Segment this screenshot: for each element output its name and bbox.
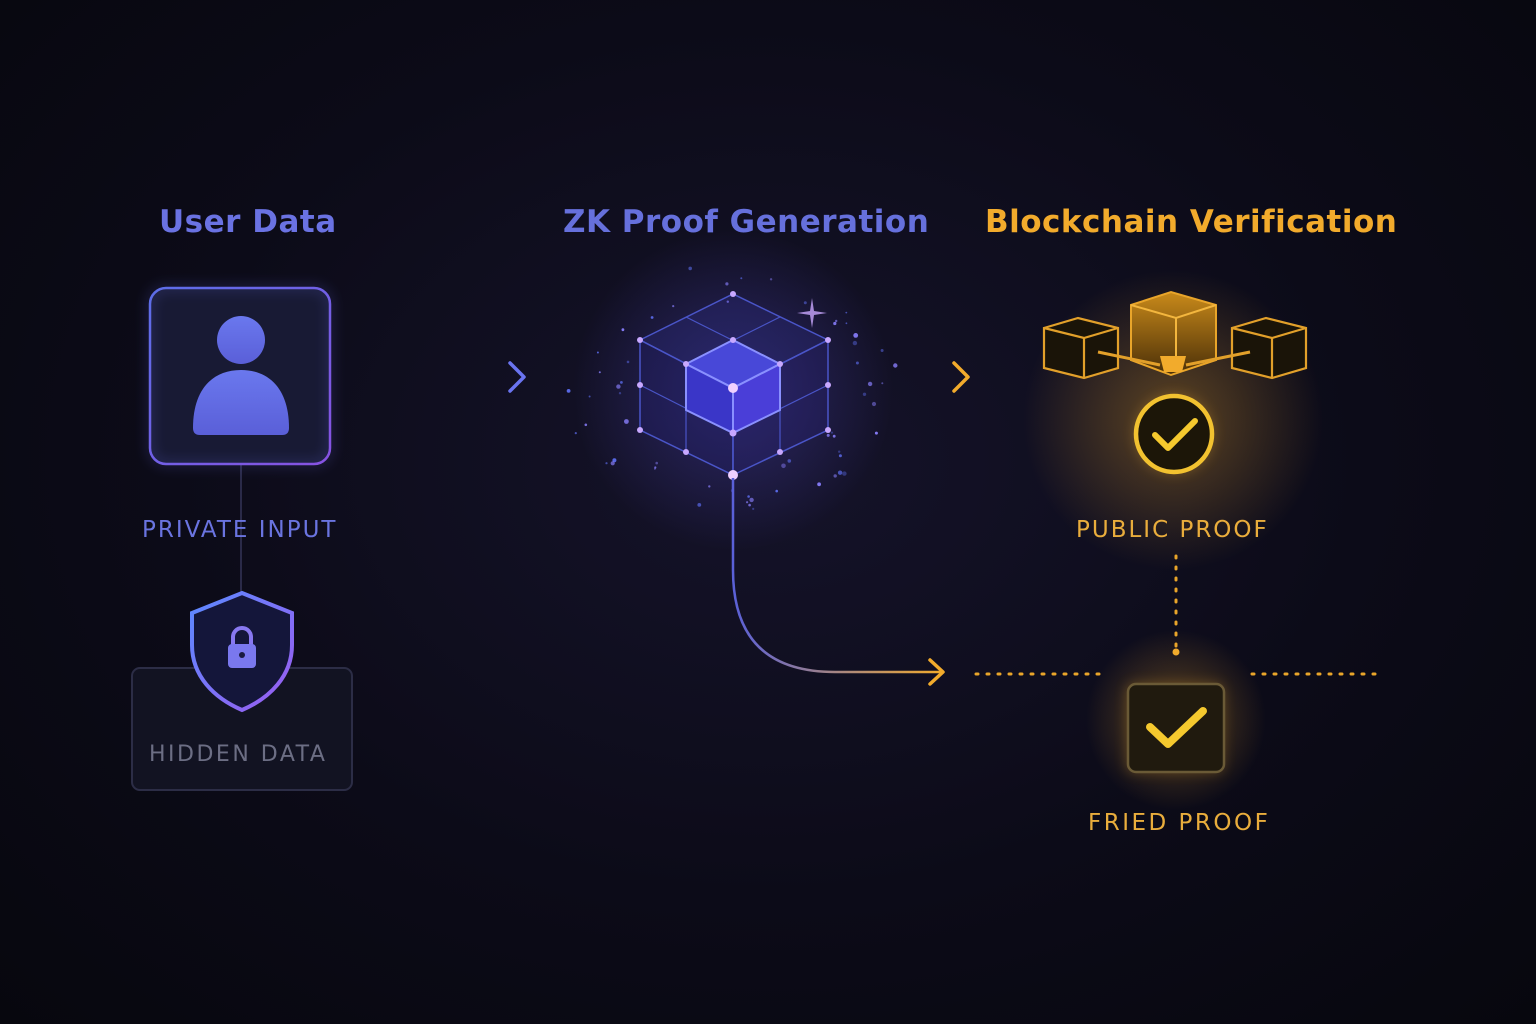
label-hidden-data: HIDDEN DATA bbox=[149, 742, 328, 767]
sparkle-dot bbox=[747, 495, 750, 498]
sparkle-dot bbox=[832, 434, 836, 438]
sparkle-dot bbox=[650, 316, 654, 319]
arrow-user-to-zk bbox=[333, 361, 526, 393]
sparkle-dot bbox=[672, 305, 675, 308]
heading-user-data: User Data bbox=[159, 204, 337, 240]
sparkle-dot bbox=[830, 431, 834, 434]
sparkle-dot bbox=[688, 266, 692, 271]
sparkle-dot bbox=[588, 395, 591, 398]
sparkle-dot bbox=[610, 461, 615, 466]
sparkle-dot bbox=[893, 363, 898, 368]
sparkle-dot bbox=[862, 392, 867, 396]
label-fried-proof: FRIED PROOF bbox=[1088, 810, 1271, 836]
sparkle-dot bbox=[803, 301, 807, 305]
dotted-connectors bbox=[974, 554, 1382, 676]
sparkle-dot bbox=[725, 282, 729, 286]
sparkle-dot bbox=[826, 433, 830, 437]
sparkle-dot bbox=[833, 321, 837, 326]
sparkle-dot bbox=[775, 489, 778, 493]
sparkle-dot bbox=[596, 351, 599, 354]
sparkle-dot bbox=[655, 461, 658, 465]
sparkle-dot bbox=[769, 278, 773, 281]
sparkle-dot bbox=[654, 466, 657, 469]
user-icon bbox=[193, 316, 289, 435]
sparkle-dot bbox=[616, 384, 621, 389]
sparkle-dot bbox=[598, 371, 601, 374]
arrow-zk-to-fried-proof bbox=[731, 478, 945, 686]
heading-zk-proof-generation: ZK Proof Generation bbox=[563, 204, 930, 240]
sparkle-dot bbox=[781, 463, 786, 469]
sparkle-dot bbox=[787, 459, 792, 463]
cube-grid-icon bbox=[566, 266, 898, 510]
sparkle-dot bbox=[852, 340, 858, 346]
sparkle-dot bbox=[837, 470, 843, 475]
sparkle-dot bbox=[838, 454, 842, 458]
sparkle-dot bbox=[620, 381, 623, 384]
check-box-icon bbox=[1126, 682, 1226, 774]
label-private-input: PRIVATE INPUT bbox=[142, 517, 338, 543]
sparkle-dot bbox=[845, 311, 848, 314]
sparkle-dot bbox=[833, 474, 837, 478]
sparkle-dot bbox=[881, 382, 884, 385]
sparkle-dot bbox=[880, 349, 884, 352]
arrow-zk-to-blockchain bbox=[830, 361, 970, 393]
sparkle-dot bbox=[740, 277, 743, 280]
sparkle-dot bbox=[624, 419, 629, 424]
sparkle-dot bbox=[752, 507, 755, 510]
sparkle-dot bbox=[867, 381, 873, 387]
sparkle-dot bbox=[817, 482, 821, 487]
sparkle-dot bbox=[626, 360, 630, 364]
sparkle-dot bbox=[874, 431, 878, 435]
sparkle-dot bbox=[605, 462, 608, 465]
user-card bbox=[147, 285, 333, 467]
sparkle-dot bbox=[708, 485, 711, 488]
sparkle-dot bbox=[621, 328, 625, 332]
sparkle-dot bbox=[855, 361, 859, 365]
sparkle-dot bbox=[748, 503, 751, 507]
label-public-proof: PUBLIC PROOF bbox=[1076, 517, 1269, 543]
particle-sparkles bbox=[566, 266, 898, 510]
sparkle-dot bbox=[838, 450, 841, 453]
sparkle-dot bbox=[697, 503, 702, 507]
sparkle-dot bbox=[618, 392, 622, 395]
sparkle-dot bbox=[853, 333, 859, 338]
shield-lock-icon bbox=[190, 590, 294, 713]
sparkle-dot bbox=[871, 401, 877, 407]
check-circle-icon bbox=[1133, 393, 1215, 475]
sparkle-dot bbox=[746, 501, 749, 504]
sparkle-dot bbox=[749, 497, 754, 503]
sparkle-dot bbox=[584, 423, 588, 427]
heading-blockchain-verification: Blockchain Verification bbox=[985, 204, 1398, 240]
sparkle-dot bbox=[842, 471, 847, 476]
sparkle-dot bbox=[574, 432, 577, 435]
blockchain-blocks-icon bbox=[1042, 290, 1308, 380]
sparkle-dot bbox=[726, 300, 729, 303]
sparkle-dot bbox=[612, 458, 617, 463]
sparkle-dot bbox=[835, 319, 838, 323]
sparkle-dot bbox=[566, 389, 571, 393]
sparkle-dot bbox=[845, 322, 848, 325]
